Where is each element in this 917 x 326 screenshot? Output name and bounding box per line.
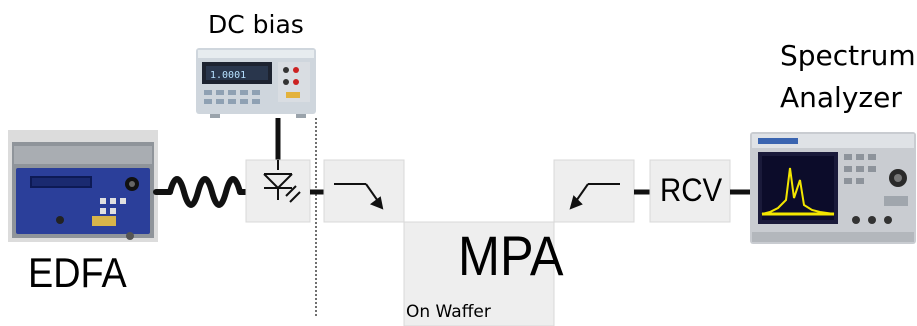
on-wafer-label: On Waffer [406, 302, 491, 322]
mpa-block [403, 221, 555, 326]
photodiode-icon [263, 160, 301, 203]
fiber-coil-icon [153, 176, 251, 208]
probe-arrow-icon [569, 183, 620, 210]
spectrum-analyzer-image [750, 132, 916, 244]
edfa-instrument-image [8, 130, 158, 242]
probe-arrow-icon [334, 183, 384, 210]
rcv-block [649, 159, 731, 223]
spectrum-analyzer-label-line2: Analyzer [780, 81, 902, 114]
edfa-label: EDFA [28, 249, 127, 296]
spectrum-analyzer-label-line1: Spectrum [780, 39, 916, 72]
dc-bias-instrument-image: 1.0001 [196, 48, 316, 118]
svg-text:1.0001: 1.0001 [210, 70, 246, 81]
rcv-label: RCV [660, 172, 723, 208]
output-probe-block [553, 159, 635, 223]
dc-bias-label: DC bias [208, 10, 304, 39]
input-probe-block [323, 159, 405, 223]
mpa-label: MPA [458, 224, 564, 287]
